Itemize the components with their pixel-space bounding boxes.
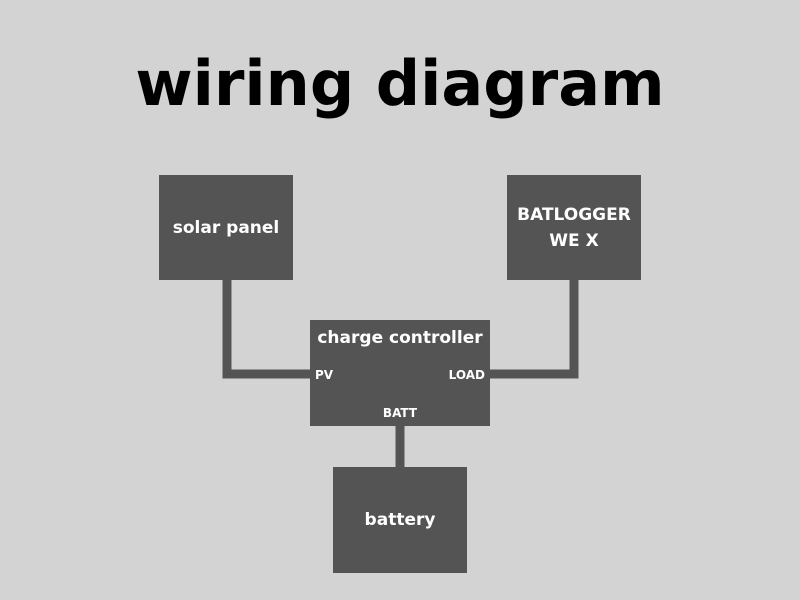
batlogger-label: BATLOGGER WE X — [517, 204, 631, 251]
port-batt-label: BATT — [382, 406, 418, 420]
charge-controller-box: charge controller PV LOAD BATT — [310, 320, 490, 426]
wire-solar-to-pv — [222, 280, 310, 379]
page-title: wiring diagram — [135, 47, 665, 120]
batlogger-box: BATLOGGER WE X — [507, 175, 641, 280]
wire-logger-to-load — [490, 280, 579, 379]
port-load-label: LOAD — [448, 368, 485, 382]
battery-label: battery — [364, 510, 436, 530]
battery-box: battery — [333, 467, 467, 573]
charge-controller-label: charge controller — [317, 328, 483, 348]
port-pv-label: PV — [315, 368, 334, 382]
solar-panel-label: solar panel — [172, 217, 280, 238]
solar-panel-box: solar panel — [159, 175, 293, 280]
